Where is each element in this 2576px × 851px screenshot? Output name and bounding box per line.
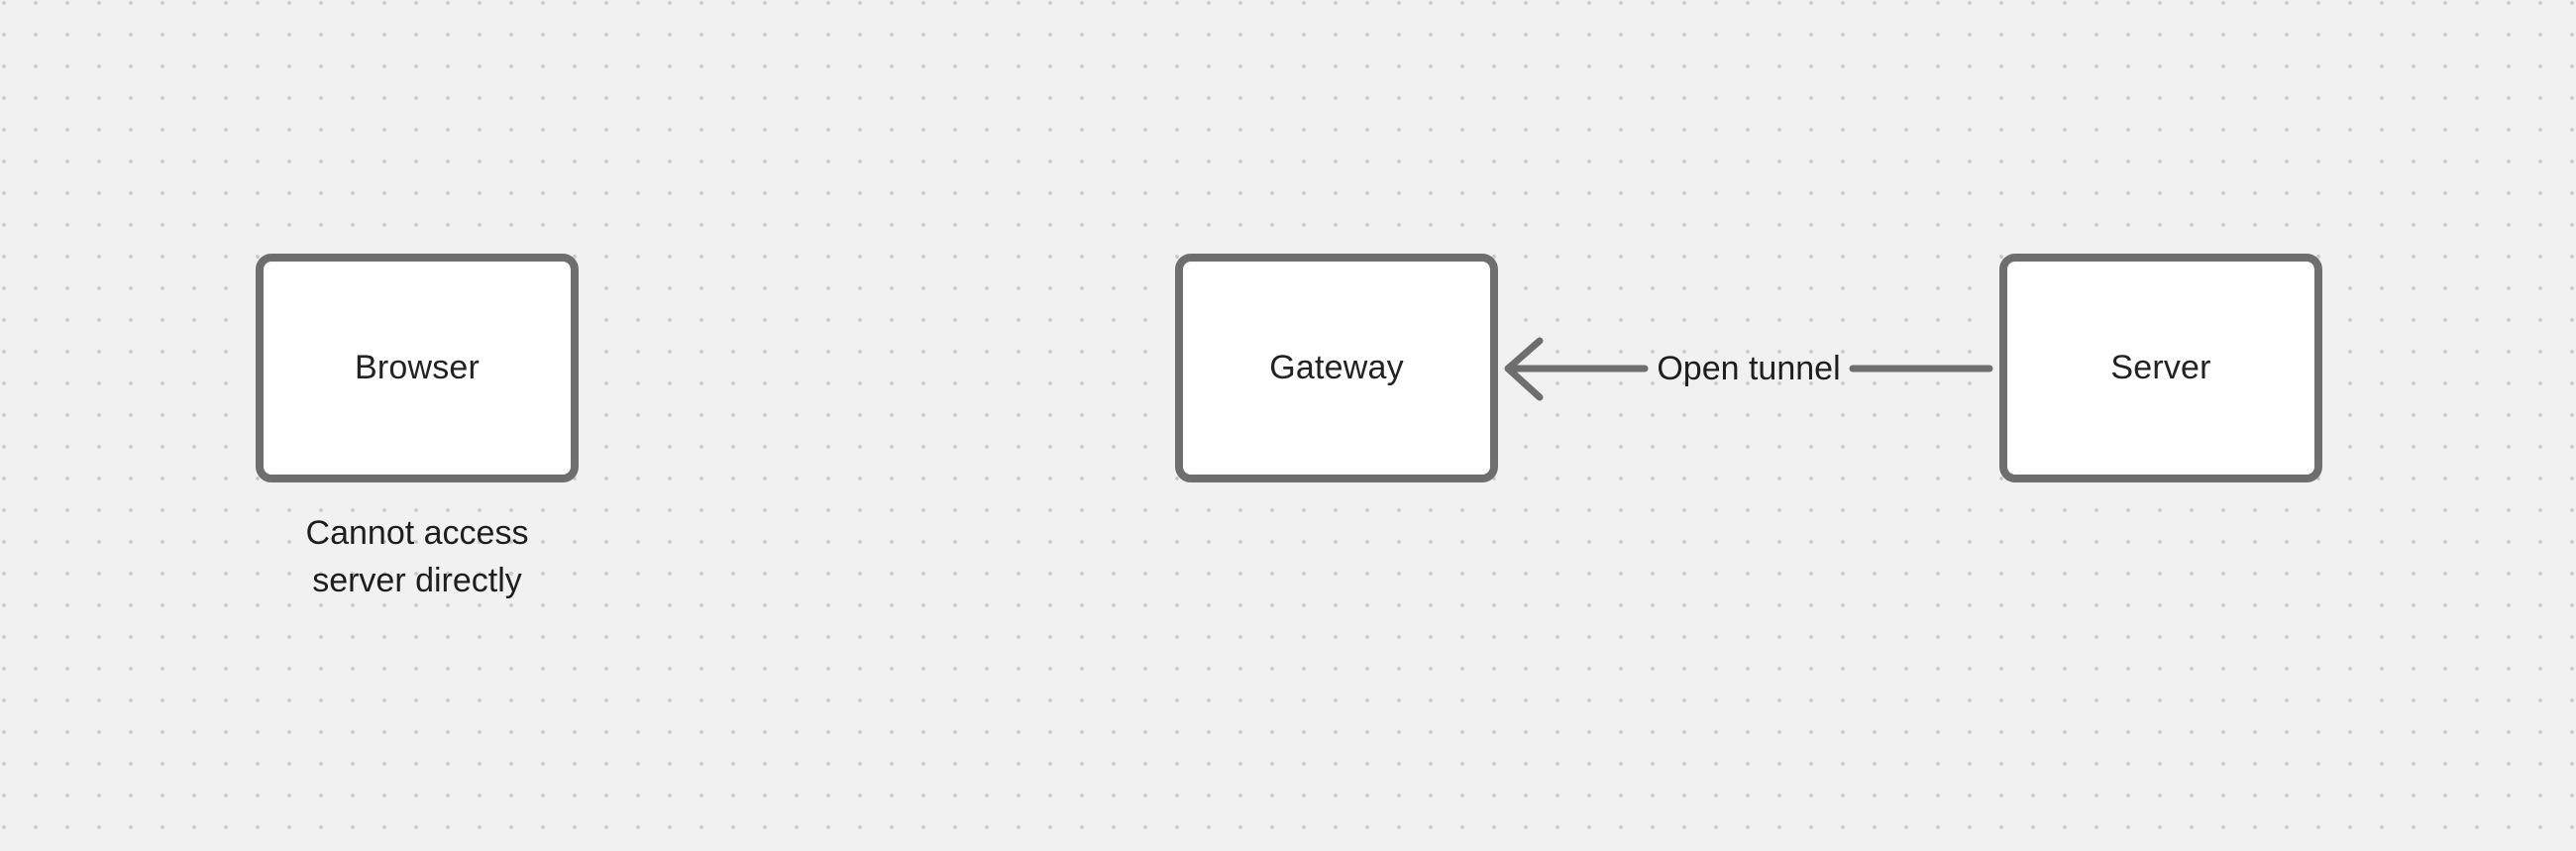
node-server-label: Server [2110, 349, 2211, 386]
node-browser[interactable]: Browser [256, 254, 579, 482]
browser-caption-line2: server directly [312, 562, 522, 599]
node-browser-label: Browser [354, 349, 481, 386]
browser-caption-line1: Cannot access [305, 514, 529, 552]
browser-caption[interactable]: Cannot access server directly [236, 509, 598, 604]
node-server[interactable]: Server [1999, 254, 2322, 482]
arrow-label-open-tunnel[interactable]: Open tunnel [1657, 349, 1841, 387]
node-gateway[interactable]: Gateway [1175, 254, 1498, 482]
arrowhead-left-icon [1504, 337, 1544, 401]
node-gateway-label: Gateway [1269, 349, 1404, 386]
